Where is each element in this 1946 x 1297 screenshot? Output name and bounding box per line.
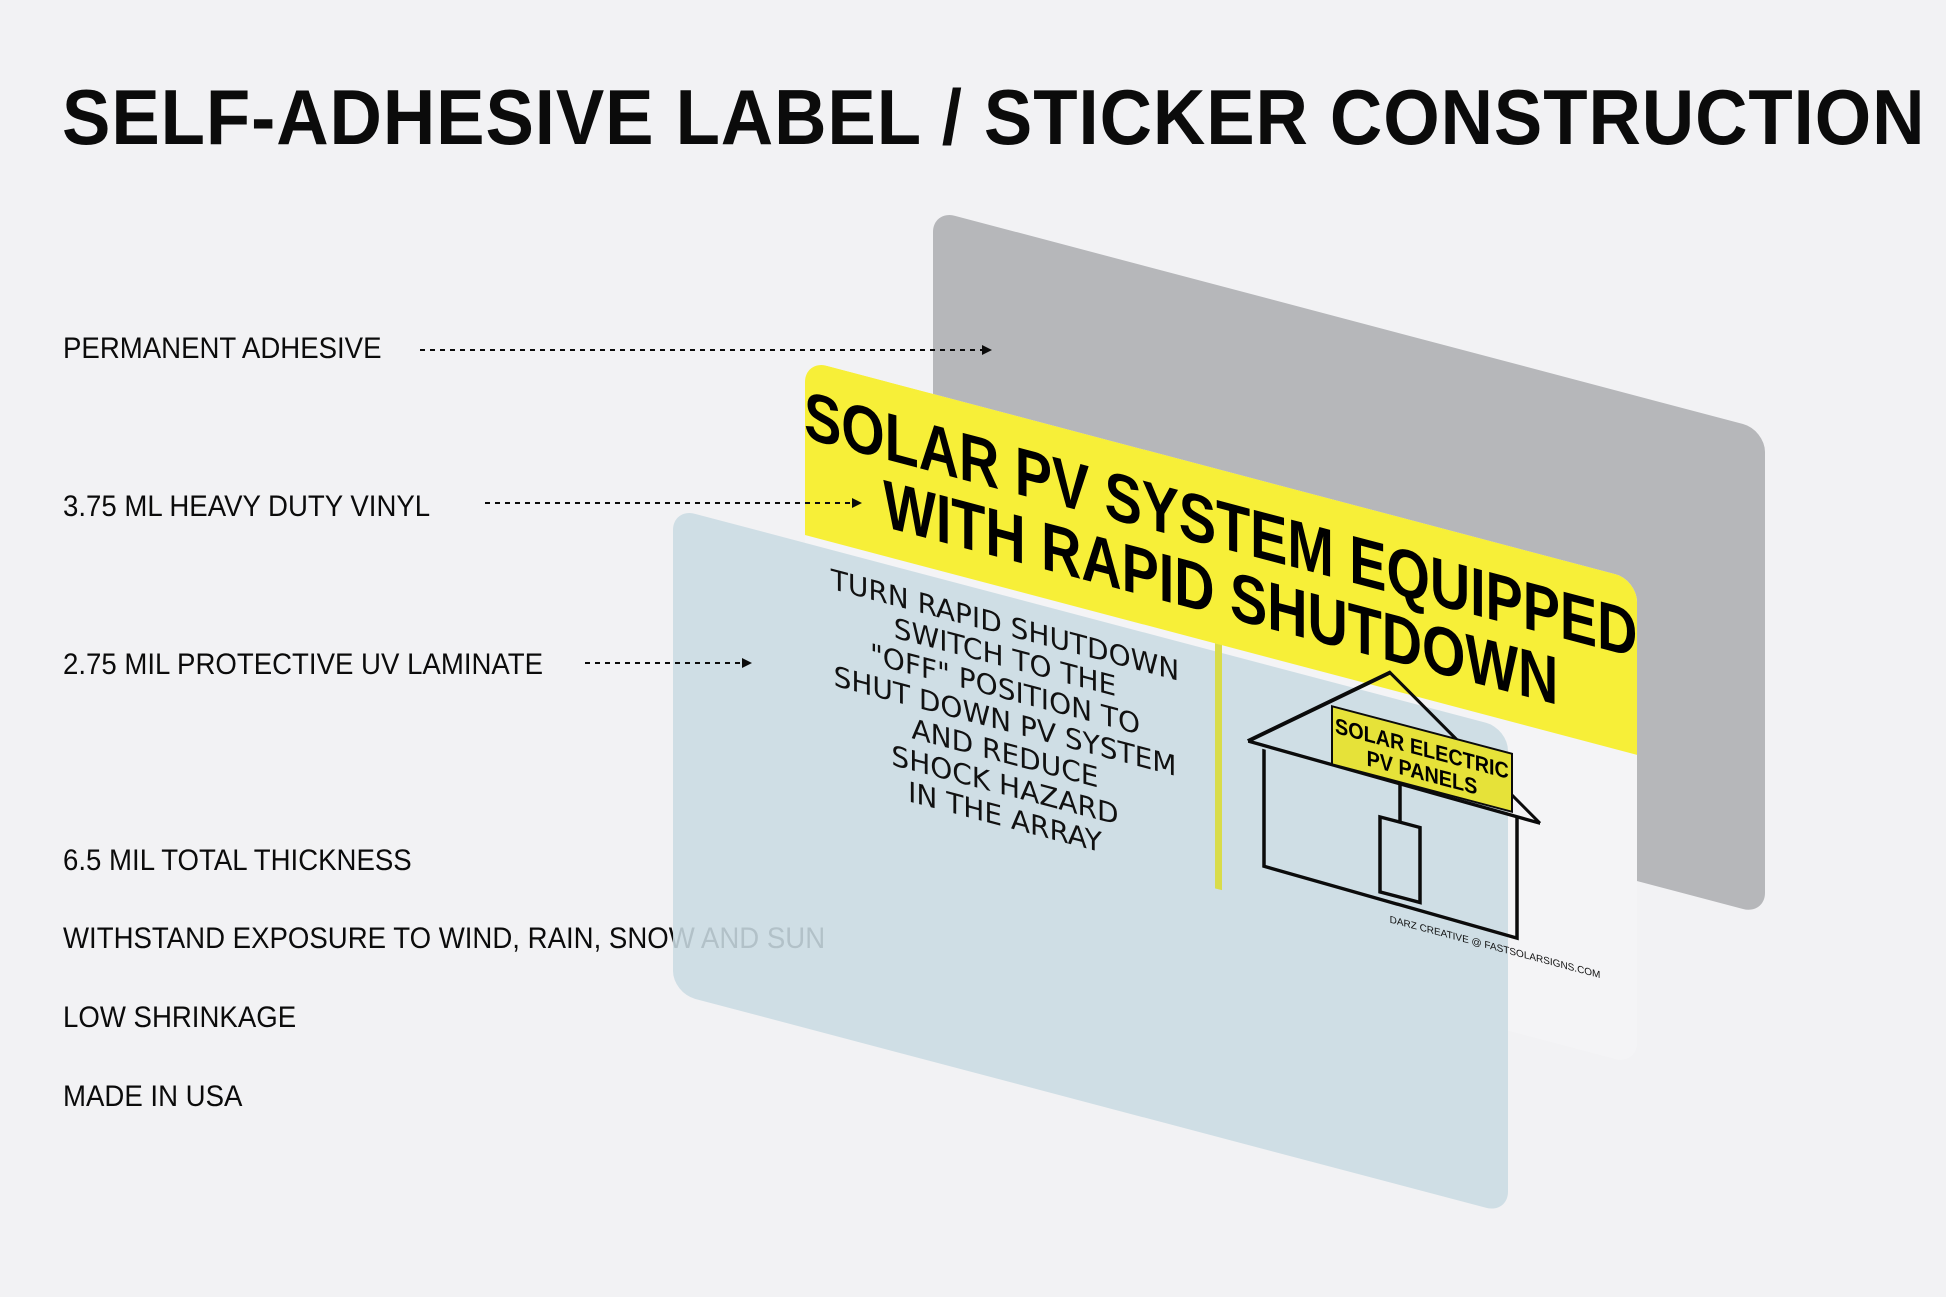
page-title: SELF-ADHESIVE LABEL / STICKER CONSTRUCTI…: [62, 73, 1926, 161]
laminate-layer: [673, 513, 1508, 1209]
layer-label-adhesive: PERMANENT ADHESIVE: [63, 332, 382, 365]
house-walls: [1262, 748, 1519, 941]
sign-divider-overlay: [1215, 643, 1222, 891]
house-eave: [1247, 739, 1541, 825]
feature-made-in-usa: MADE IN USA: [63, 1080, 243, 1113]
feature-shrinkage: LOW SHRINKAGE: [63, 1001, 297, 1034]
layer-label-vinyl: 3.75 ML HEAVY DUTY VINYL: [63, 490, 431, 523]
layer-label-laminate: 2.75 MIL PROTECTIVE UV LAMINATE: [63, 648, 544, 681]
vinyl-yellow-band: [805, 360, 1637, 755]
feature-thickness: 6.5 MIL TOTAL THICKNESS: [63, 844, 412, 877]
panel-label-box: [1331, 704, 1513, 814]
house-door: [1378, 814, 1422, 905]
